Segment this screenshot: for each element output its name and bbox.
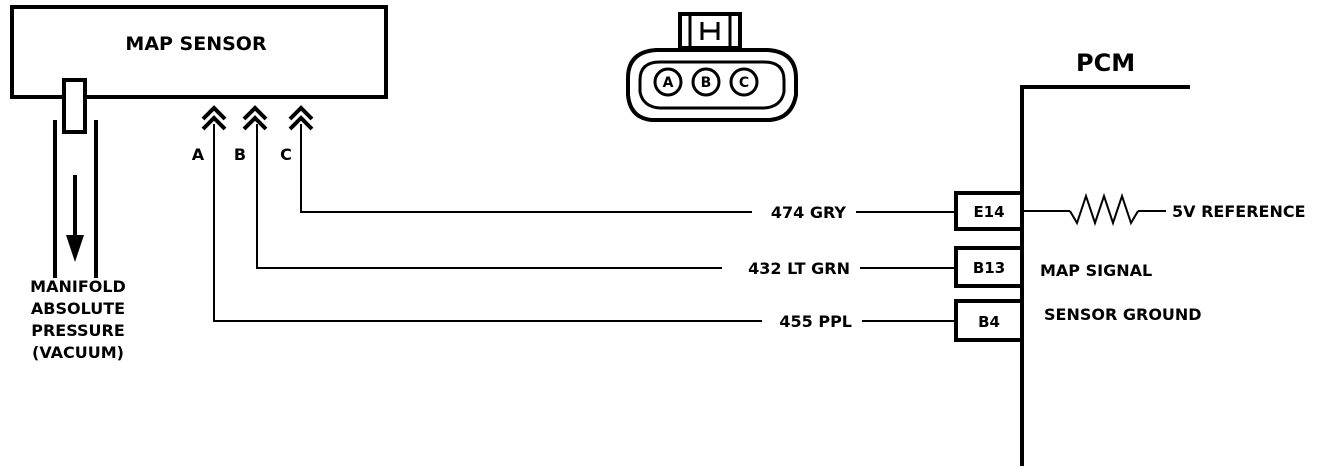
terminal-b13: B13 [973, 259, 1005, 277]
map-sensor: MAP SENSOR [10, 5, 388, 99]
terminal-e14: E14 [973, 203, 1004, 221]
connector-chevron-icon [201, 105, 227, 131]
circuit-map-signal: 432 LT GRN B13 MAP SIGNAL [256, 124, 1152, 288]
svg-text:MANIFOLD: MANIFOLD [30, 277, 126, 296]
connector-cavity-b: B [691, 67, 721, 97]
svg-text:A: A [663, 75, 674, 91]
terminal-b13-box [954, 246, 1024, 288]
pin-label-c: C [280, 145, 292, 164]
map-sensor-title: MAP SENSOR [125, 33, 267, 55]
pin-label-b: B [234, 145, 246, 164]
wire-a [213, 124, 762, 322]
connector-chevron-icon [288, 105, 314, 131]
connector-cavity-a: A [653, 67, 683, 97]
sensor-pin-c: C [280, 105, 314, 164]
resistor-icon [1069, 192, 1139, 227]
wire-c [300, 124, 752, 213]
svg-text:PRESSURE: PRESSURE [31, 321, 125, 340]
terminal-b4: B4 [978, 313, 1000, 331]
function-map-signal: MAP SIGNAL [1040, 261, 1152, 280]
circuit-sensor-ground: 455 PPL B4 SENSOR GROUND [213, 124, 1202, 342]
svg-text:(VACUUM): (VACUUM) [32, 343, 124, 362]
wire-label-432-lt-grn: 432 LT GRN [748, 259, 850, 278]
pcm: PCM [1020, 49, 1190, 466]
connector-cavity-c: C [729, 67, 759, 97]
connector-face: A B C [626, 12, 798, 122]
connector-body-outline [626, 48, 798, 122]
map-sensor-box [10, 5, 388, 99]
svg-text:B: B [701, 75, 712, 91]
pin-label-a: A [192, 145, 205, 164]
terminal-b4-box [954, 299, 1024, 342]
vacuum-port-nipple [62, 78, 87, 134]
connector-chevron-icon [242, 105, 268, 131]
pcm-title: PCM [1076, 49, 1135, 77]
function-sensor-ground: SENSOR GROUND [1044, 305, 1202, 324]
svg-text:ABSOLUTE: ABSOLUTE [31, 299, 125, 318]
vacuum-arrow-head-icon [66, 235, 84, 262]
function-5v-reference: 5V REFERENCE [1172, 202, 1306, 221]
wire-label-455-ppl: 455 PPL [779, 312, 852, 331]
vacuum-port [53, 78, 98, 278]
svg-text:C: C [739, 75, 749, 91]
sensor-pin-b: B [234, 105, 268, 164]
wire-b [256, 124, 722, 269]
circuit-5v-reference: 474 GRY E14 5V REFERENCE [300, 124, 1306, 231]
wire-label-474-gry: 474 GRY [771, 203, 847, 222]
sensor-pin-a: A [192, 105, 227, 164]
manifold-label: MANIFOLD ABSOLUTE PRESSURE (VACUUM) [30, 277, 126, 362]
